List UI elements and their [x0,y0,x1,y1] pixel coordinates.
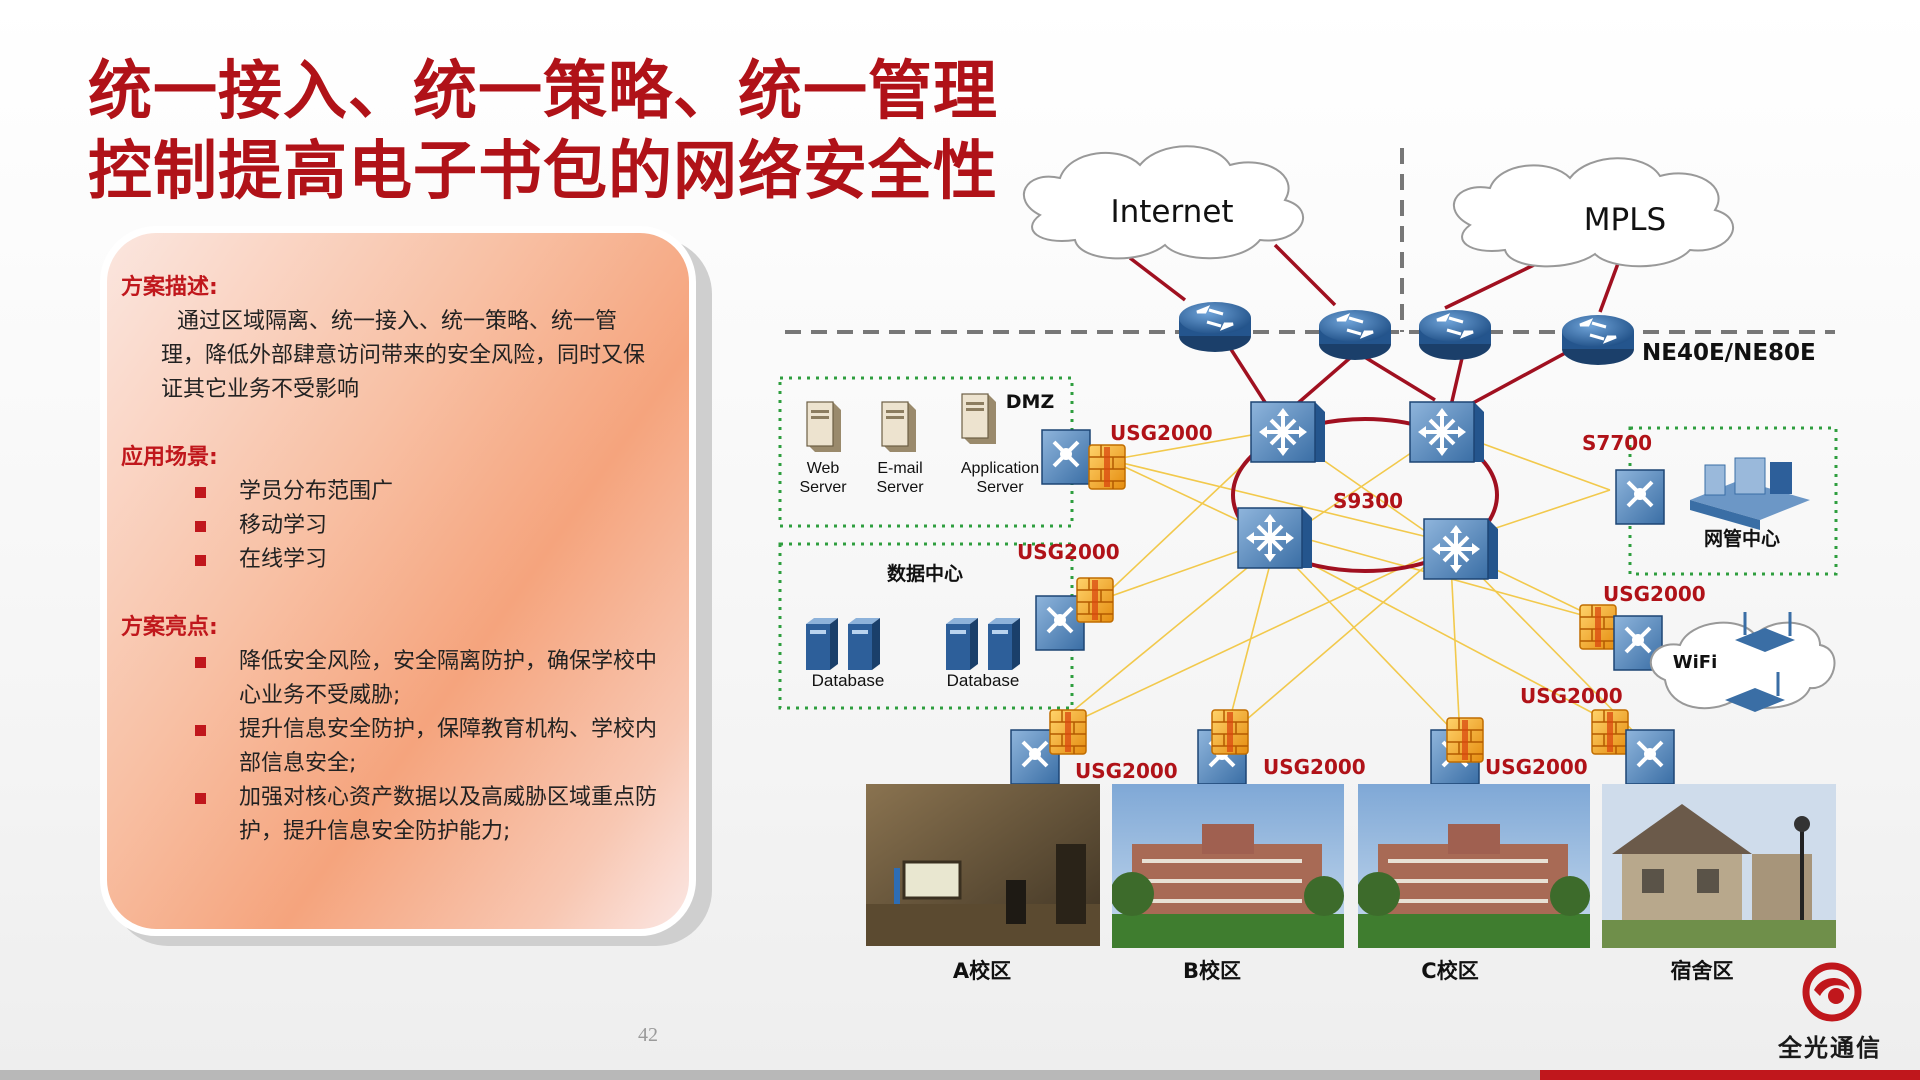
server-label: Web [807,460,840,477]
access-point-icon [1725,672,1785,712]
scenario-item: 学员分布范围广 [121,475,659,509]
router-model-label: NE40E/NE80E [1642,340,1816,366]
firewall-icon [1088,444,1126,490]
highlight-item: 降低安全风险，安全隔离防护，确保学校中心业务不受威胁; [121,645,659,713]
campus-b-photo [1112,784,1344,948]
mpls-label: MPLS [1584,202,1666,238]
page-number: 42 [638,1024,658,1046]
scenario-item: 在线学习 [121,543,659,577]
campus-label: 宿舍区 [1670,959,1734,983]
description-heading: 方案描述: [121,275,218,300]
web-server-icon [806,401,842,453]
scenario-item: 移动学习 [121,509,659,543]
campus-a-photo [866,784,1100,946]
database-icon [806,618,838,670]
database-label: Database [812,671,885,690]
access-point-icon [1735,612,1795,652]
mail-server-icon [881,401,917,453]
firewall-label: USG2000 [1110,421,1213,445]
app-server-icon [961,393,997,445]
router-icon [1560,313,1636,367]
core-switch-icon [1422,517,1500,581]
campus-label: C校区 [1421,959,1479,983]
core-switch-icon [1236,506,1314,570]
database-icon [946,618,978,670]
nms-switch-icon [1614,468,1666,526]
core-switch-icon [1249,400,1327,464]
firewall-icon [1049,709,1087,755]
access-switch-icon [1624,728,1676,786]
core-ring [1231,417,1499,573]
campus-label: B校区 [1182,959,1241,983]
company-logo [1802,962,1862,1022]
server-label: Server [976,479,1024,496]
router-icon [1177,300,1253,354]
database-icon [848,618,880,670]
dmz-switch-icon [1040,428,1092,486]
dormitory-photo [1602,784,1836,948]
solution-panel: 方案描述: 通过区域隔离、统一接入、统一策略、统一管理，降低外部肆意访问带来的安… [100,226,696,936]
nms-label: 网管中心 [1704,527,1780,550]
internet-cloud: Internet [1022,145,1305,260]
core-label: S9300 [1333,489,1403,513]
slide-title: 统一接入、统一策略、统一管理 控制提高电子书包的网络安全性 [88,52,998,212]
datacenter-zone [778,542,1074,710]
firewall-icon [1446,717,1484,763]
firewall-label: USG2000 [1603,582,1706,606]
scenario-list: 学员分布范围广 移动学习 在线学习 [121,475,659,577]
database-icon [988,618,1020,670]
firewall-label: USG2000 [1485,755,1588,779]
datacenter-label: 数据中心 [887,562,963,585]
wifi-label: WiFi [1673,652,1718,673]
highlight-item: 加强对核心资产数据以及高威胁区域重点防护，提升信息安全防护能力; [121,781,659,849]
firewall-label: USG2000 [1263,755,1366,779]
footer-accent [1540,1070,1920,1080]
dmz-zone [778,376,1074,528]
nms-equipment-icon [1690,457,1810,530]
logo-text: 全光通信 [1778,1034,1882,1062]
server-label: E-mail [877,460,922,477]
nms-switch-label: S7700 [1582,431,1652,455]
title-line-2: 控制提高电子书包的网络安全性 [88,135,998,209]
server-label: Application [961,460,1039,477]
dmz-label: DMZ [1006,391,1054,413]
highlight-item: 提升信息安全防护，保障教育机构、学校内部信息安全; [121,713,659,781]
scenario-heading: 应用场景: [121,445,218,470]
wifi-cloud: WiFi [1649,612,1836,712]
firewall-icon [1211,709,1249,755]
router-icon [1417,308,1493,362]
database-label: Database [947,671,1020,690]
server-label: Server [799,479,847,496]
firewall-icon [1591,709,1629,755]
router-icon [1317,308,1393,362]
highlight-heading: 方案亮点: [121,615,218,640]
description-text: 通过区域隔离、统一接入、统一策略、统一管理，降低外部肆意访问带来的安全风险，同时… [161,309,646,402]
firewall-icon [1579,604,1617,650]
firewall-label: USG2000 [1520,684,1623,708]
footer-bar [0,1070,1920,1080]
core-switch-icon [1408,400,1486,464]
firewall-label: USG2000 [1017,540,1120,564]
internet-label: Internet [1110,194,1233,230]
campus-c-photo [1358,784,1590,948]
mpls-cloud: MPLS [1452,157,1735,268]
title-line-1: 统一接入、统一策略、统一管理 [88,55,998,129]
firewall-label: USG2000 [1075,759,1178,783]
firewall-icon [1076,577,1114,623]
highlight-list: 降低安全风险，安全隔离防护，确保学校中心业务不受威胁; 提升信息安全防护，保障教… [121,645,659,849]
server-label: Server [876,479,924,496]
campus-label: A校区 [952,959,1012,983]
